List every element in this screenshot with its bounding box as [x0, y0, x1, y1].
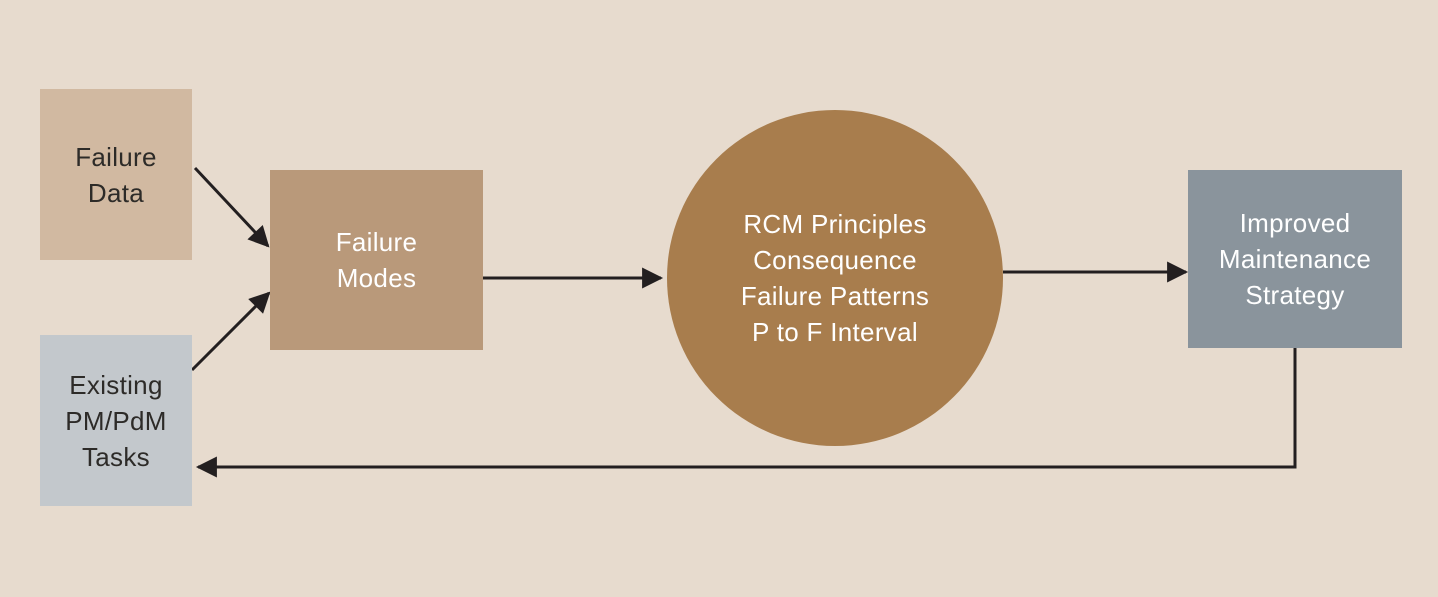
label-line: Data: [87, 177, 145, 208]
existing-tasks-label: Existing PM/PdM Tasks: [65, 367, 166, 475]
arrow-existing-tasks-to-failure-modes: [190, 291, 271, 372]
label-line: RCM Principles: [743, 209, 927, 239]
node-improved-maintenance-strategy: Improved Maintenance Strategy: [1188, 170, 1402, 348]
label-line: PM/PdM: [65, 405, 167, 436]
failure-modes-label: Failure Modes: [336, 224, 418, 296]
label-line: P to F Interval: [752, 317, 918, 347]
label-line: Strategy: [1245, 280, 1345, 310]
label-line: Existing: [69, 369, 163, 400]
failure-data-label: Failure Data: [75, 139, 157, 211]
label-line: Consequence: [753, 245, 917, 275]
node-rcm-principles-circle: RCM Principles Consequence Failure Patte…: [667, 110, 1003, 446]
arrow-failure-data-to-failure-modes: [193, 166, 270, 248]
label-line: Failure Patterns: [740, 281, 930, 311]
label-line: Tasks: [82, 441, 150, 472]
label-line: Maintenance: [1218, 244, 1372, 274]
node-failure-data: Failure Data: [40, 89, 192, 260]
label-line: Failure: [335, 227, 418, 257]
label-line: Modes: [336, 263, 417, 293]
label-line: Failure: [75, 141, 157, 172]
improved-strategy-label: Improved Maintenance Strategy: [1219, 205, 1371, 313]
node-existing-pm-pdm-tasks: Existing PM/PdM Tasks: [40, 335, 192, 506]
rcm-circle-label: RCM Principles Consequence Failure Patte…: [741, 206, 929, 350]
label-line: Improved: [1239, 208, 1351, 238]
node-failure-modes: Failure Modes: [270, 170, 483, 350]
